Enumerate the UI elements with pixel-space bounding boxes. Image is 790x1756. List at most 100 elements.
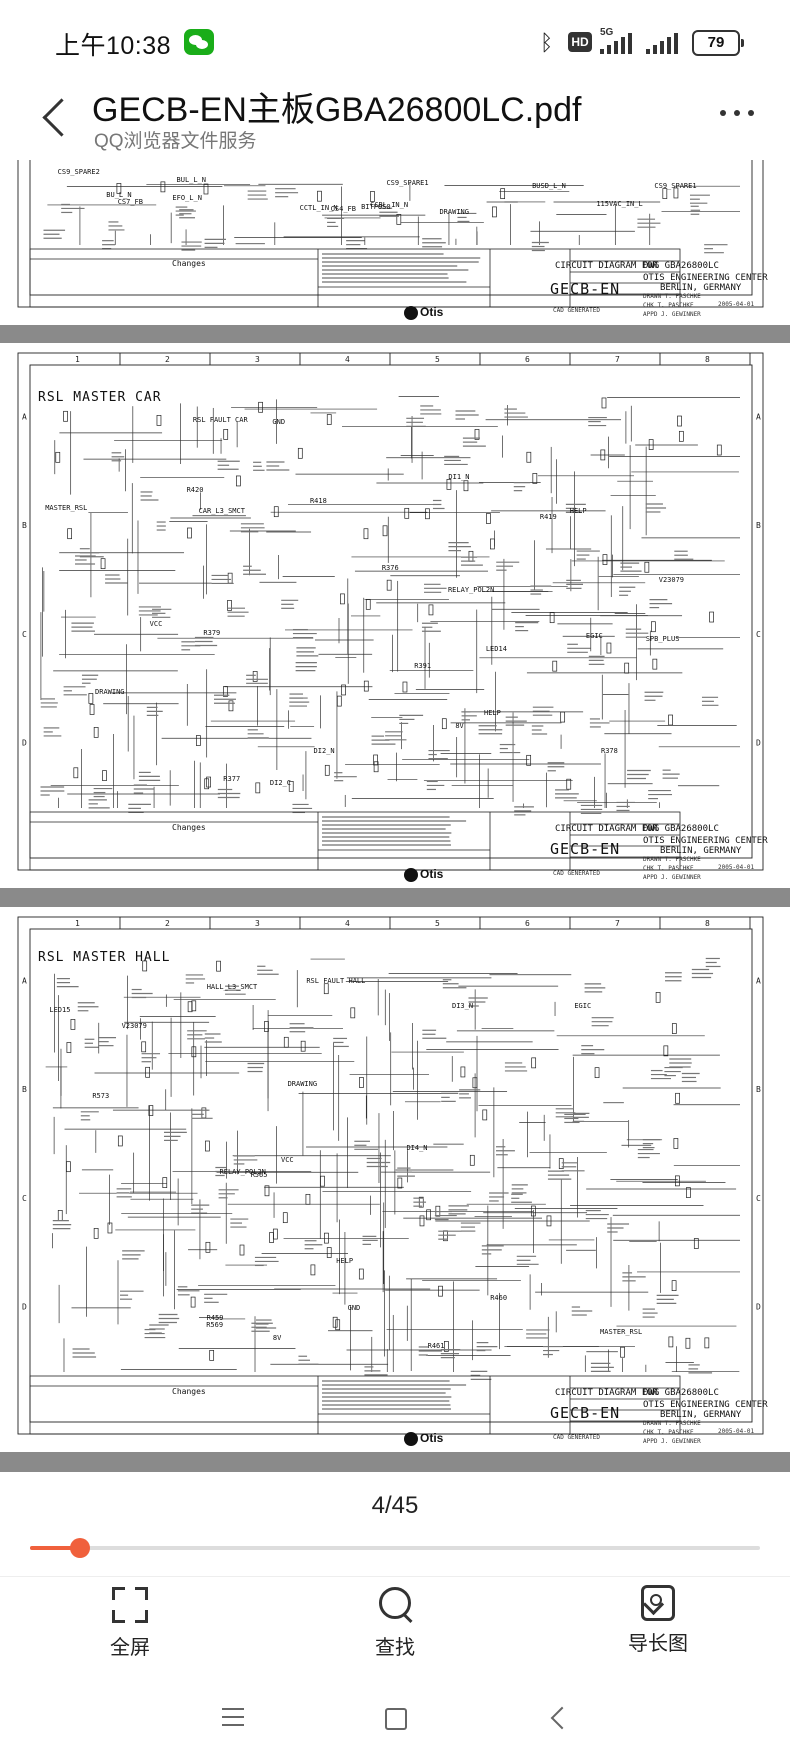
column-number: 3 [255, 355, 260, 364]
column-number: 8 [705, 919, 710, 928]
otis-brand: Otis [420, 1431, 444, 1445]
schematic-component [310, 1264, 316, 1276]
schematic-component [323, 983, 329, 995]
row-letter: B [22, 521, 27, 530]
back-arrow-icon[interactable] [38, 92, 78, 142]
schematic-label: VCC [280, 1155, 294, 1164]
schematic-label: RELAY_POL2N [219, 1168, 266, 1177]
schematic-label: R379 [203, 628, 221, 637]
schematic-component [546, 1215, 552, 1227]
sheet-frame [17, 352, 764, 871]
schematic-component [472, 1077, 478, 1089]
column-number: 3 [255, 919, 260, 928]
schematic-component [382, 525, 388, 537]
schematic-component [662, 188, 668, 199]
schematic-component [693, 1238, 699, 1249]
schematic-component [191, 1046, 197, 1058]
schematic-component [678, 430, 684, 442]
search-button[interactable]: 查找 [335, 1585, 455, 1660]
schematic-label: CS9_SPARE1 [654, 182, 697, 191]
schematic-label: LED15 [49, 1006, 71, 1015]
schematic-component [675, 1092, 680, 1104]
schematic-component [252, 671, 258, 682]
schematic-component [594, 1067, 600, 1079]
title-block-frame [29, 811, 681, 871]
schematic-label: GND [272, 417, 286, 426]
schematic-component [317, 190, 322, 202]
schematic-component [492, 206, 497, 218]
schematic-component [531, 1057, 537, 1069]
otis-logo-icon [404, 306, 418, 320]
schematic-component [419, 1215, 425, 1227]
schematic-component [425, 508, 430, 520]
nav-back-icon[interactable] [540, 1700, 580, 1736]
schematic-component [402, 681, 408, 693]
schematic-component [704, 1337, 710, 1349]
row-letter: C [756, 630, 761, 639]
column-number: 4 [345, 355, 350, 364]
schematic-label: MASTER_RSL [600, 1327, 643, 1336]
schematic-label: R376 [381, 564, 399, 573]
schematic-component [463, 480, 469, 492]
drawing-date: 2005-04-01 [718, 1428, 755, 1435]
fullscreen-button[interactable]: 全屏 [70, 1585, 190, 1660]
battery-icon: 79 [692, 30, 744, 56]
schematic-component [532, 473, 538, 484]
schematic-component [320, 1175, 325, 1187]
more-menu-icon[interactable] [720, 104, 760, 124]
schematic-component [205, 1241, 211, 1253]
schematic-component [160, 181, 166, 193]
hd-badge: HD [568, 32, 592, 52]
bluetooth-icon: ᛒ [540, 30, 554, 55]
schematic-component [675, 1175, 680, 1187]
schematic-component [228, 700, 234, 712]
schematic-component [396, 214, 402, 225]
schematic-label: BITPOS0 [361, 202, 391, 211]
approved-by: APPD J. GEWINNER [643, 874, 701, 881]
engineering-center: OTIS ENGINEERING CENTER [643, 273, 768, 283]
schematic-component [272, 1228, 278, 1240]
signal-icon-2 [646, 32, 682, 54]
schematic-component [273, 506, 279, 518]
long-image-button[interactable]: 导长图 [598, 1585, 718, 1656]
column-number: 2 [165, 919, 170, 928]
menu-icon[interactable] [214, 1700, 254, 1736]
slider-thumb[interactable] [69, 1538, 90, 1558]
sheet-inner-frame [29, 364, 753, 859]
schematic-label: DRAWING [287, 1080, 318, 1089]
page-slider[interactable] [30, 1538, 760, 1558]
schematic-component [601, 397, 607, 409]
dwg-number: DWG GBA26800LC [643, 261, 719, 271]
location: BERLIN, GERMANY [660, 846, 742, 856]
gecb-title: GECB-EN [550, 1404, 621, 1422]
schematic-component [558, 1158, 564, 1169]
sheet-inner-frame [29, 160, 753, 296]
schematic-component [685, 1337, 691, 1349]
signal-icon-1 [600, 32, 636, 54]
column-number: 4 [345, 919, 350, 928]
schematic-component [204, 778, 210, 790]
schematic-component [566, 778, 572, 790]
schematic-component [201, 1107, 207, 1119]
home-icon[interactable] [375, 1700, 415, 1736]
schematic-label: CCTL_IN_N [299, 204, 338, 213]
drawn-by: DRAWN T. PASCHKE [643, 856, 701, 863]
schematic-component [530, 1205, 536, 1217]
schematic-label: R461 [427, 1342, 445, 1351]
schematic-component [190, 1296, 196, 1308]
sheet-inner-frame [29, 928, 753, 1423]
sheet-title: RSL MASTER CAR [38, 390, 162, 405]
row-letter: B [756, 521, 761, 530]
schematic-component [474, 429, 480, 440]
schematic-label: R377 [223, 775, 241, 784]
schematic-component [444, 1341, 449, 1352]
schematic-component [426, 1209, 431, 1221]
schematic-component [227, 600, 232, 611]
approved-by: APPD J. GEWINNER [643, 311, 701, 318]
schematic-component [490, 538, 495, 550]
schematic-label: R391 [414, 662, 432, 671]
schematic-component [468, 550, 474, 562]
fullscreen-label: 全屏 [110, 1637, 150, 1659]
